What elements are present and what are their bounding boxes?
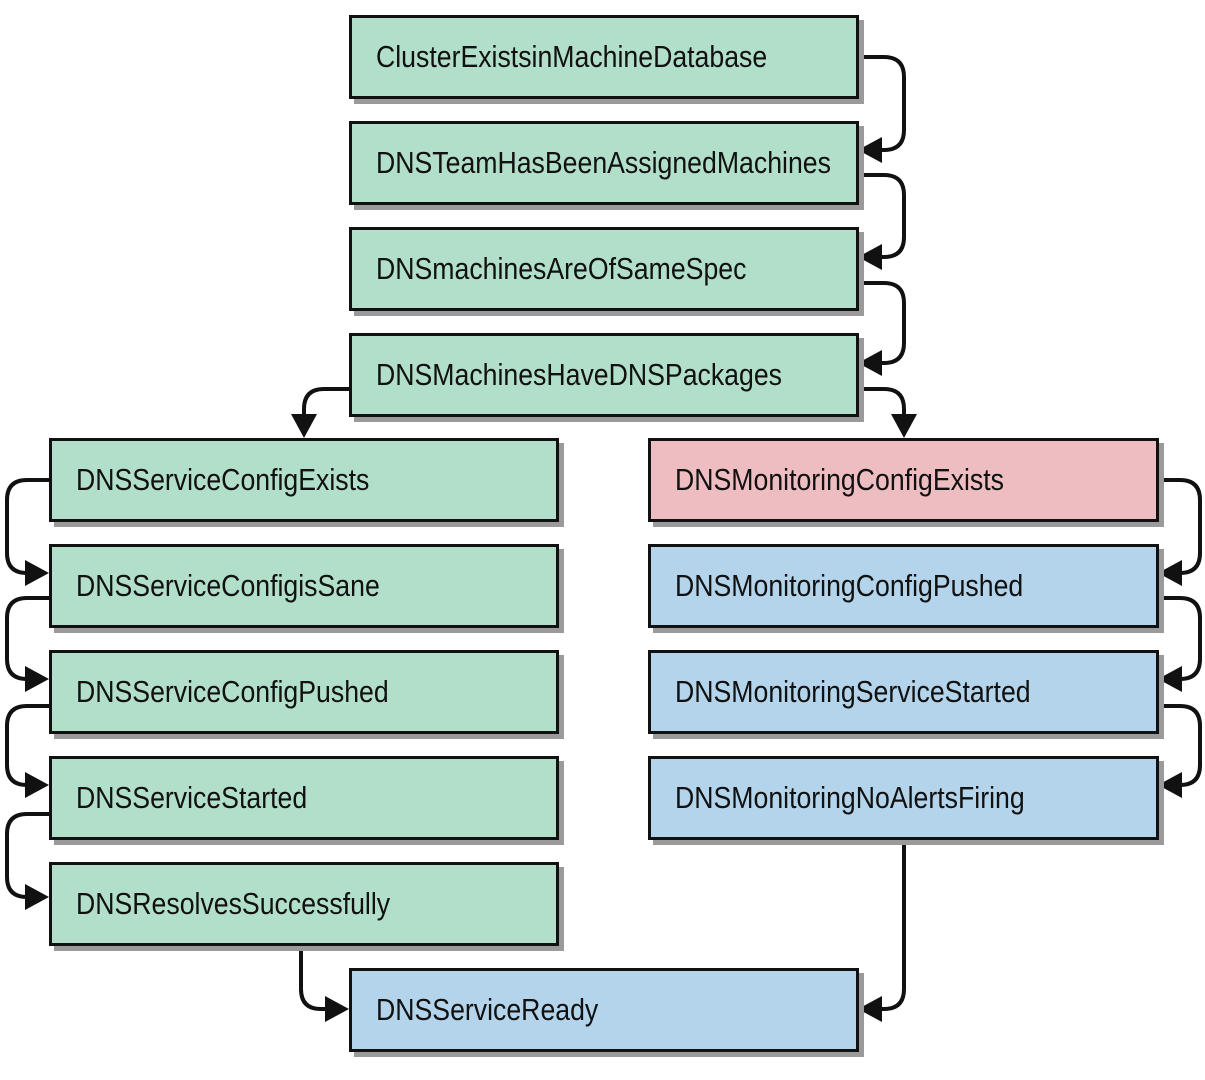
edge-monservicestarted-to-noalerts xyxy=(1156,704,1202,787)
node-monitoring-no-alerts: DNSMonitoringNoAlertsFiring xyxy=(648,756,1159,840)
arrowhead-into-serviceready-left xyxy=(325,996,349,1022)
edge-cluster-to-team xyxy=(856,55,906,152)
node-service-started: DNSServiceStarted xyxy=(49,756,559,840)
arrowhead-into-monservicestarted xyxy=(1158,666,1182,692)
edge-team-to-samespec xyxy=(856,173,906,259)
arrowhead-into-servicestarted xyxy=(25,772,49,798)
arrowhead-into-monconfigpushed xyxy=(1158,560,1182,586)
edge-samespec-to-packages xyxy=(856,281,906,365)
node-service-config-sane: DNSServiceConfigisSane xyxy=(49,544,559,628)
node-monitoring-service-started: DNSMonitoringServiceStarted xyxy=(648,650,1159,734)
node-cluster-exists-label: ClusterExistsinMachineDatabase xyxy=(376,39,768,74)
node-monitoring-config-pushed: DNSMonitoringConfigPushed xyxy=(648,544,1159,628)
node-monitoring-no-alerts-label: DNSMonitoringNoAlertsFiring xyxy=(675,780,1025,815)
arrowhead-into-samespec xyxy=(858,244,882,270)
node-monitoring-config-exists: DNSMonitoringConfigExists xyxy=(648,438,1159,522)
edge-configsane-to-configpushed xyxy=(5,596,51,681)
arrowhead-into-serviceready-right xyxy=(858,996,882,1022)
node-cluster-exists: ClusterExistsinMachineDatabase xyxy=(349,15,859,99)
arrowhead-into-packages xyxy=(858,350,882,376)
node-service-ready-label: DNSServiceReady xyxy=(376,992,599,1027)
arrowhead-into-resolves xyxy=(25,884,49,910)
edge-packages-to-serviceconfig xyxy=(302,387,351,427)
arrowhead-into-monitoringconfig xyxy=(891,414,917,438)
node-service-started-label: DNSServiceStarted xyxy=(76,780,308,815)
node-resolves-successfully-label: DNSResolvesSuccessfully xyxy=(76,886,391,921)
edge-configpushed-to-servicestarted xyxy=(5,704,51,787)
edge-noalerts-to-serviceready xyxy=(868,837,906,1011)
node-same-spec: DNSmachinesAreOfSameSpec xyxy=(349,227,859,311)
node-same-spec-label: DNSmachinesAreOfSameSpec xyxy=(376,251,747,286)
node-resolves-successfully: DNSResolvesSuccessfully xyxy=(49,862,559,946)
node-team-assigned-label: DNSTeamHasBeenAssignedMachines xyxy=(376,145,831,180)
arrowhead-into-configpushed xyxy=(25,666,49,692)
arrowhead-into-configsane xyxy=(25,560,49,586)
node-service-config-exists-label: DNSServiceConfigExists xyxy=(76,462,370,497)
edge-monconfigexists-to-monconfigpushed xyxy=(1156,478,1202,575)
node-have-packages: DNSMachinesHaveDNSPackages xyxy=(349,333,859,417)
node-service-config-sane-label: DNSServiceConfigisSane xyxy=(76,568,380,603)
node-service-config-exists: DNSServiceConfigExists xyxy=(49,438,559,522)
edge-resolves-to-serviceready xyxy=(299,942,339,1011)
arrowhead-into-noalerts xyxy=(1158,772,1182,798)
edge-servicestarted-to-resolves xyxy=(5,812,51,899)
node-have-packages-label: DNSMachinesHaveDNSPackages xyxy=(376,357,783,392)
node-service-config-pushed-label: DNSServiceConfigPushed xyxy=(76,674,389,709)
node-service-config-pushed: DNSServiceConfigPushed xyxy=(49,650,559,734)
node-service-ready: DNSServiceReady xyxy=(349,968,859,1052)
node-monitoring-config-pushed-label: DNSMonitoringConfigPushed xyxy=(675,568,1024,603)
node-monitoring-config-exists-label: DNSMonitoringConfigExists xyxy=(675,462,1004,497)
arrowhead-into-serviceconfig xyxy=(291,414,317,438)
edge-monconfigpushed-to-monservicestarted xyxy=(1156,596,1202,681)
node-monitoring-service-started-label: DNSMonitoringServiceStarted xyxy=(675,674,1031,709)
edge-packages-to-monitoringconfig xyxy=(856,387,906,427)
arrowhead-into-team xyxy=(858,137,882,163)
edge-configexists-to-configsane xyxy=(5,478,51,575)
node-team-assigned: DNSTeamHasBeenAssignedMachines xyxy=(349,121,859,205)
